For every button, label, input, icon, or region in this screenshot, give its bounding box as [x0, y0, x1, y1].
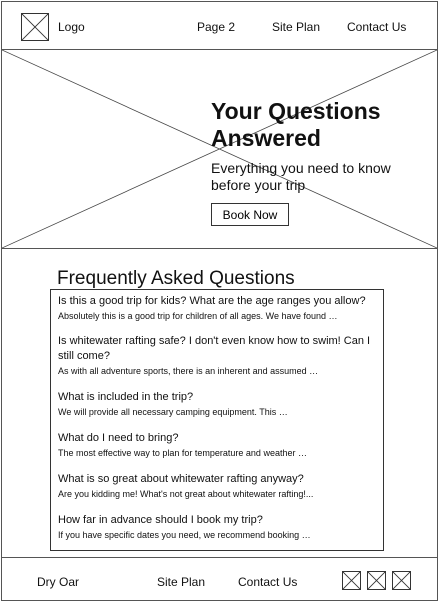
faq-question: How far in advance should I book my trip… [58, 514, 263, 526]
faq-answer: We will provide all necessary camping eq… [58, 407, 288, 417]
faq-item[interactable]: What is included in the trip? We will pr… [58, 390, 376, 418]
faq-item[interactable]: What do I need to bring? The most effect… [58, 431, 376, 459]
faq-question: What is so great about whitewater raftin… [58, 473, 304, 485]
faq-question: What do I need to bring? [58, 432, 179, 444]
logo-text[interactable]: Logo [58, 20, 85, 34]
faq-question: What is included in the trip? [58, 391, 194, 403]
hero-title: Your Questions Answered [211, 98, 381, 151]
footer-link-site-plan[interactable]: Site Plan [157, 575, 206, 589]
hero-section: Your Questions Answered Everything you n… [2, 50, 437, 249]
faq-item[interactable]: Is whitewater rafting safe? I don't even… [58, 334, 376, 377]
site-footer: Dry Oar Site Plan Contact Us [2, 557, 437, 602]
nav-link-site-plan[interactable]: Site Plan [272, 20, 321, 34]
nav-link-contact-us[interactable]: Contact Us [347, 20, 407, 34]
faq-item[interactable]: What is so great about whitewater raftin… [58, 472, 376, 500]
hero-image-placeholder [2, 50, 437, 248]
faq-heading: Frequently Asked Questions [57, 268, 295, 289]
faq-question: Is whitewater rafting safe? I don't even… [58, 335, 371, 362]
faq-answer: The most effective way to plan for tempe… [58, 448, 307, 458]
logo-image-placeholder[interactable] [21, 13, 49, 41]
hero-subtitle: Everything you need to know before your … [211, 160, 391, 193]
social-icon-placeholder[interactable] [342, 571, 361, 590]
footer-brand[interactable]: Dry Oar [37, 575, 79, 589]
footer-link-contact-us[interactable]: Contact Us [238, 575, 298, 589]
social-icon-placeholder[interactable] [392, 571, 411, 590]
social-icon-placeholder[interactable] [367, 571, 386, 590]
faq-item[interactable]: Is this a good trip for kids? What are t… [58, 294, 376, 322]
faq-question: Is this a good trip for kids? What are t… [58, 295, 366, 307]
faq-answer: If you have specific dates you need, we … [58, 530, 311, 540]
faq-answer: Are you kidding me! What's not great abo… [58, 489, 314, 499]
faq-answer: Absolutely this is a good trip for child… [58, 311, 338, 321]
faq-item[interactable]: How far in advance should I book my trip… [58, 513, 376, 541]
faq-list: Is this a good trip for kids? What are t… [50, 289, 384, 551]
site-header: Logo Page 2 Site Plan Contact Us [2, 2, 437, 50]
book-now-button[interactable]: Book Now [211, 203, 289, 226]
faq-answer: As with all adventure sports, there is a… [58, 366, 319, 376]
nav-link-page-2[interactable]: Page 2 [197, 20, 236, 34]
